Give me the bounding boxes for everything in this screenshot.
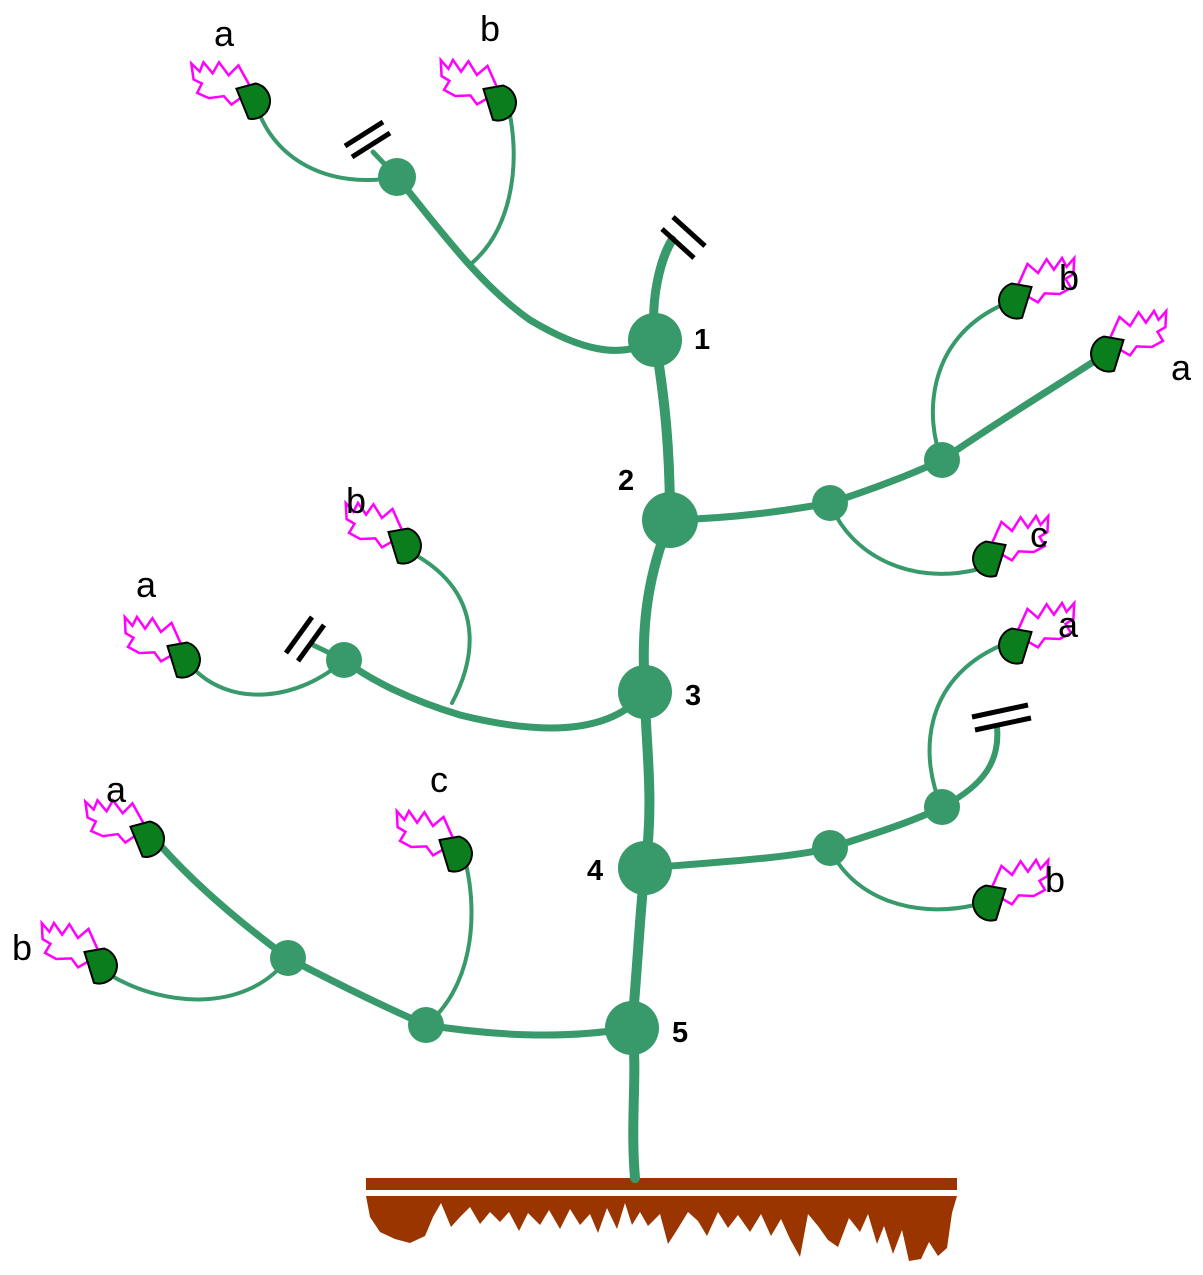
flower-label: b	[1045, 859, 1065, 900]
flower-label: a	[1058, 604, 1079, 645]
flower	[38, 910, 122, 994]
cut-mark	[283, 615, 315, 655]
flower	[393, 798, 477, 882]
branch-node	[924, 442, 960, 478]
cut-mark-apex	[660, 227, 696, 260]
branch-node	[270, 940, 306, 976]
flower	[437, 47, 521, 131]
soil	[366, 1178, 957, 1261]
node-number: 4	[587, 855, 603, 887]
main-node-2	[642, 492, 698, 548]
branch-2	[666, 245, 1170, 587]
node-number: 2	[618, 465, 634, 497]
branch-node	[924, 789, 960, 825]
cut-mark	[974, 715, 1032, 733]
flower-label: a	[136, 564, 157, 605]
flower-label: a	[1171, 347, 1192, 388]
flower-label: b	[346, 480, 366, 521]
branch-node	[326, 642, 362, 678]
flower-label: b	[12, 927, 32, 968]
node-number: 1	[694, 324, 710, 356]
cut-mark	[343, 119, 385, 149]
cut-mark	[350, 130, 392, 160]
branch-node	[408, 1007, 444, 1043]
soil-roots	[366, 1196, 957, 1261]
flower	[121, 604, 205, 688]
main-node-5	[605, 1001, 659, 1055]
flower	[968, 847, 1052, 931]
main-node-4	[618, 841, 672, 895]
branch-3	[121, 490, 649, 732]
branch-1	[188, 44, 659, 354]
soil-line	[366, 1178, 957, 1190]
main-node-1	[628, 313, 682, 367]
flower-label: b	[1059, 257, 1079, 298]
cut-mark	[971, 702, 1029, 720]
cut-mark-apex	[671, 215, 707, 248]
flower-label: c	[430, 759, 448, 800]
branch-5	[38, 782, 636, 1043]
flower-label: b	[480, 8, 500, 49]
branch-node	[378, 158, 416, 196]
flower-label: a	[106, 769, 127, 810]
node-number: 3	[685, 680, 701, 712]
branch-node	[812, 485, 848, 521]
flower	[1086, 298, 1170, 382]
branch-4	[641, 590, 1078, 931]
branch-node	[812, 830, 848, 866]
cut-mark	[295, 623, 327, 663]
main-node-3	[618, 665, 672, 719]
flower-label: c	[1030, 514, 1048, 555]
node-number: 5	[672, 1017, 688, 1049]
flower-label: a	[214, 13, 235, 54]
